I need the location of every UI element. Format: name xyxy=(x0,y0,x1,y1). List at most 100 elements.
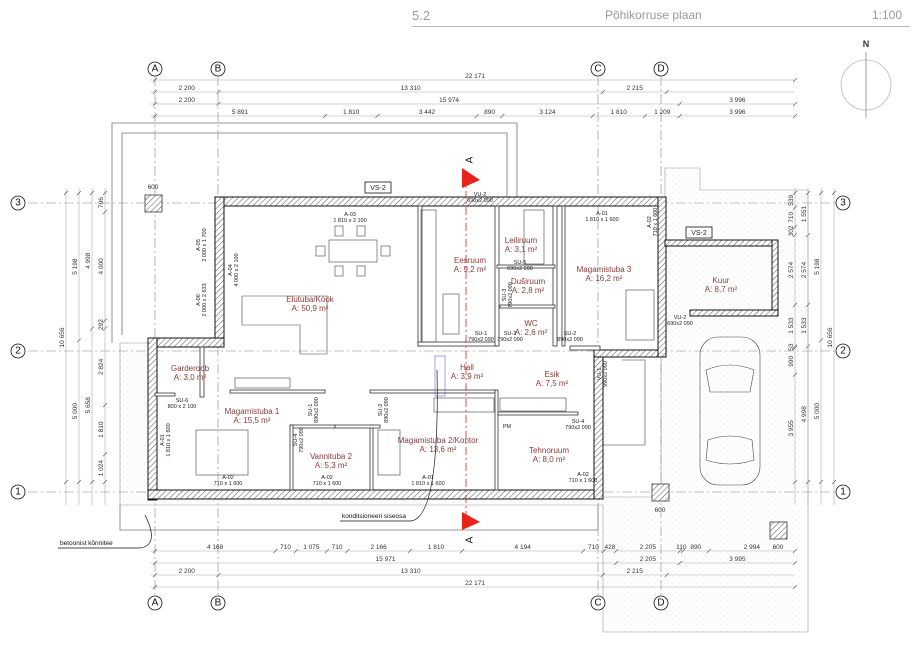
opening-size: 690x2 090 xyxy=(667,321,693,327)
axis-bubble xyxy=(653,595,669,611)
axis-bubble xyxy=(653,61,669,77)
axis-label-2: 2 xyxy=(15,346,21,357)
dimension-tick xyxy=(152,101,158,107)
opening-label: A-031 810 x 2 100 xyxy=(333,212,366,224)
dimension-label: 13 310 xyxy=(401,568,421,575)
dimension-tick xyxy=(375,113,380,119)
room-area: A: 3,0 m² xyxy=(174,373,207,382)
sofa xyxy=(241,295,328,355)
axis-label-D: D xyxy=(657,598,664,609)
dimension-tick xyxy=(216,572,221,578)
dimension-label: 710 xyxy=(788,211,795,222)
opening-size: 790x2 090 xyxy=(299,427,305,453)
opening-id: A-06 xyxy=(196,294,202,306)
dimension-tick xyxy=(613,560,619,566)
room-area: A: 9,2 m² xyxy=(454,265,487,274)
room-area: A: 13,6 m² xyxy=(420,445,457,454)
dimension-tick xyxy=(102,318,108,323)
column xyxy=(769,521,788,540)
dimension-tick xyxy=(818,190,824,196)
dimension-label: 1 810 xyxy=(611,109,628,116)
section-arrow-icon xyxy=(462,512,480,530)
room-name: Hall xyxy=(460,363,474,372)
sheet-number: 5.2 xyxy=(412,8,431,23)
opening-size: 790x2 090 xyxy=(565,425,591,431)
opening-size: 710 x 1 600 xyxy=(653,208,659,237)
room-area: A: 16,2 m² xyxy=(586,274,623,283)
room-name: Elutuba/Köök xyxy=(286,295,335,304)
dimension-label: 3 124 xyxy=(539,109,556,116)
dimension-label: 5 891 xyxy=(232,109,249,116)
opening-id: A-01 xyxy=(596,211,608,217)
dimension-tick xyxy=(152,548,158,554)
dimension-label: 10 656 xyxy=(827,327,834,347)
dimension-tick xyxy=(805,190,811,196)
dimension-tick xyxy=(76,479,82,485)
opening-id: SU-6 xyxy=(176,398,189,404)
dimension-tick xyxy=(792,101,798,107)
dimension-tick xyxy=(63,190,69,196)
room-name: Eesruum xyxy=(454,256,486,265)
dimension-tick xyxy=(805,344,811,349)
dimension-tick xyxy=(76,338,82,343)
opening-size: 4 000 x 2 100 xyxy=(234,253,240,286)
opening-size: 690x2 090 xyxy=(467,198,493,204)
sheet-title: Põhikorruse plaan xyxy=(605,8,702,22)
dimension-tick xyxy=(677,548,682,554)
pm-label: PM xyxy=(503,424,512,430)
opening-id: SU-5 xyxy=(514,260,527,266)
walls xyxy=(147,196,779,501)
opening-id: A-02 xyxy=(321,475,333,481)
axis-label-B: B xyxy=(215,598,222,609)
axis-bubble xyxy=(147,61,163,77)
dimension-label: 1 810 xyxy=(98,421,105,438)
dimension-tick xyxy=(216,101,221,107)
dimension-tick xyxy=(664,572,669,578)
dimension-label: 4 194 xyxy=(515,544,532,551)
dimension-label: 5 198 xyxy=(814,258,821,275)
dimension-tick xyxy=(102,479,108,485)
wall-south xyxy=(147,489,604,500)
dimension-tick xyxy=(345,548,350,554)
dimension-tick xyxy=(152,572,158,578)
wall-north xyxy=(214,196,666,207)
dimension-label: 890 xyxy=(484,109,495,116)
opening-id: VU-1 xyxy=(597,368,603,381)
opening-id: SU-4 xyxy=(572,419,585,425)
dimension-label: 890 xyxy=(690,544,701,551)
dimension-tick xyxy=(600,89,605,95)
dimension-label: 2 215 xyxy=(627,568,644,575)
dimension-label: 3 442 xyxy=(419,109,436,116)
dimension-label: 15 971 xyxy=(376,556,396,563)
opening-id: SU-2 xyxy=(504,331,517,337)
dimension-label: 1 075 xyxy=(303,544,320,551)
dimension-label: 428 xyxy=(604,544,615,551)
dimension-label: 2 200 xyxy=(179,85,196,92)
interior-walls xyxy=(154,205,601,491)
opening-size: 1 810 x 1 600 xyxy=(585,217,618,223)
column xyxy=(651,483,670,502)
walkway-leader xyxy=(58,514,152,549)
dimension-tick xyxy=(677,560,682,566)
dimension-label: 5 198 xyxy=(72,258,79,275)
axis-bubble xyxy=(147,595,163,611)
dimension-label: 2 205 xyxy=(640,556,657,563)
dimension-tick xyxy=(293,548,299,554)
opening-size: 710 x 1 600 xyxy=(569,478,598,484)
dimension-tick xyxy=(474,113,479,119)
opening-id: SU-2 xyxy=(564,331,577,337)
dimension-label: 4 998 xyxy=(85,252,92,269)
dimension-label: 1 533 xyxy=(801,317,808,334)
dimension-tick xyxy=(102,326,108,331)
dimension-tick xyxy=(322,113,328,119)
opening-id: SU-1 xyxy=(308,404,314,417)
